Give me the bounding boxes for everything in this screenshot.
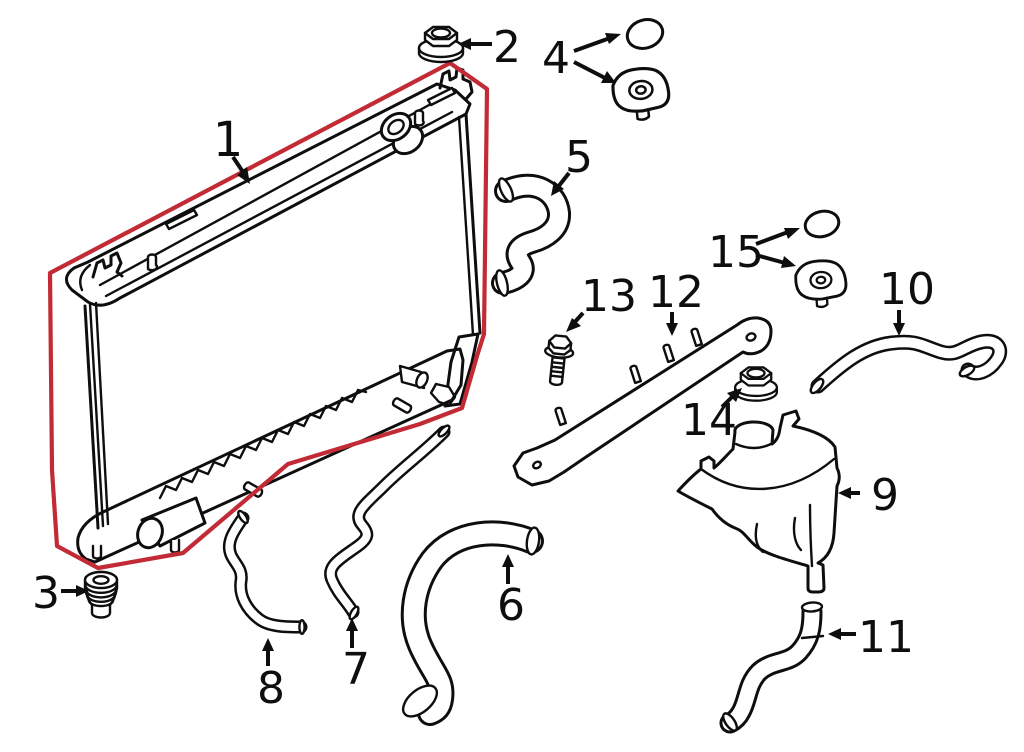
radiator-highlight-outline [47, 60, 490, 571]
radiator-neck-pin [413, 109, 425, 127]
radiator-bottom-tank [76, 347, 465, 564]
bracket-stud [690, 327, 704, 348]
bracket-hole-right [745, 332, 757, 342]
flange-nut-14 [733, 366, 779, 402]
hose5-open-end [495, 269, 509, 297]
flange-nut-2 [417, 25, 465, 64]
callout-11: 11 [828, 612, 914, 663]
part-label-13: 13 [581, 271, 637, 322]
hose7-open-end [348, 605, 360, 621]
hose-8 [222, 509, 308, 636]
hose11-open-end [800, 601, 824, 613]
reservoir-belly-line [699, 457, 836, 491]
clip-15 [794, 259, 848, 309]
radiator-castellations [158, 388, 368, 500]
callout-7: 7 [342, 618, 370, 695]
radiator-outlet-pipe [136, 496, 207, 550]
upper-hose-5 [491, 173, 571, 297]
hose6-cut-end [401, 684, 439, 718]
radiator-top-slot-left [164, 208, 199, 231]
hose8-open-end [237, 509, 249, 525]
reservoir-tank-9 [676, 409, 841, 594]
part-label-12: 12 [648, 267, 704, 318]
hose11-open-end [721, 712, 739, 732]
radiator-top-slot [426, 86, 457, 107]
callout-8: 8 [257, 638, 285, 714]
callout-2: 2 [458, 22, 521, 73]
hose-10 [809, 333, 1008, 395]
bracket-stud [662, 343, 676, 364]
callout-6: 6 [497, 554, 525, 631]
mounting-bracket-12 [512, 316, 773, 487]
radiator-assembly [65, 66, 482, 564]
hose-11 [719, 601, 825, 734]
radiator-top-stud [146, 253, 159, 272]
radiator-end-cap-line [79, 263, 92, 292]
radiator-filler-neck [379, 109, 425, 156]
hose6-open-end [525, 526, 541, 556]
part-label-3: 3 [32, 568, 60, 619]
radiator-lower-stud [391, 397, 413, 414]
part-label-7: 7 [342, 644, 370, 695]
callout-4: 4 [542, 33, 621, 84]
hose10-open-end [809, 377, 825, 395]
hose7-open-end [437, 424, 451, 438]
part-label-9: 9 [871, 470, 899, 521]
part-label-10: 10 [879, 264, 935, 315]
callout-5: 5 [551, 132, 593, 196]
grommet-4 [625, 18, 665, 50]
part-label-8: 8 [257, 663, 285, 714]
hose11-seam [800, 634, 825, 640]
part-label-2: 2 [493, 22, 521, 73]
hose5-open-end [497, 177, 515, 203]
radiator-end-prongs-left [91, 251, 124, 279]
callout-3: 3 [32, 568, 89, 619]
lower-hose-6 [400, 520, 544, 726]
hose8-open-end [298, 619, 306, 636]
callouts: 1 2 3 4 5 6 [32, 22, 935, 714]
reservoir-wrinkle [754, 522, 765, 554]
callout-15: 15 [708, 227, 800, 278]
bracket-stud [554, 406, 568, 427]
part-label-5: 5 [565, 132, 593, 183]
radiator-lower-outlet [398, 364, 429, 390]
bracket-stud [629, 364, 643, 385]
part-label-6: 6 [497, 580, 525, 631]
reservoir-corner-line [808, 503, 814, 568]
radiator-feet [91, 538, 181, 560]
clip-4 [611, 67, 671, 121]
radiator-left-edge [83, 301, 110, 530]
bolt-13 [544, 334, 575, 387]
drain-plug-3 [83, 570, 119, 619]
callout-14: 14 [681, 388, 742, 446]
callout-9: 9 [838, 470, 899, 521]
part-label-11: 11 [858, 612, 914, 663]
hose10-open-end [958, 364, 976, 378]
callout-10: 10 [879, 264, 935, 336]
callout-1: 1 [213, 112, 250, 184]
part-label-1: 1 [213, 112, 244, 168]
part-label-14: 14 [681, 395, 737, 446]
callout-13: 13 [566, 271, 637, 332]
callout-12: 12 [648, 267, 704, 336]
radiator-drain-stud [242, 481, 264, 498]
reservoir-cap-base [734, 442, 773, 450]
grommet-15 [803, 209, 841, 239]
hose-7 [324, 424, 451, 621]
part-label-15: 15 [708, 227, 764, 278]
part-label-4: 4 [542, 33, 570, 84]
bracket-hole-left [532, 460, 542, 470]
radiator-right-edge [429, 112, 482, 408]
reservoir-wrinkle [792, 516, 803, 552]
